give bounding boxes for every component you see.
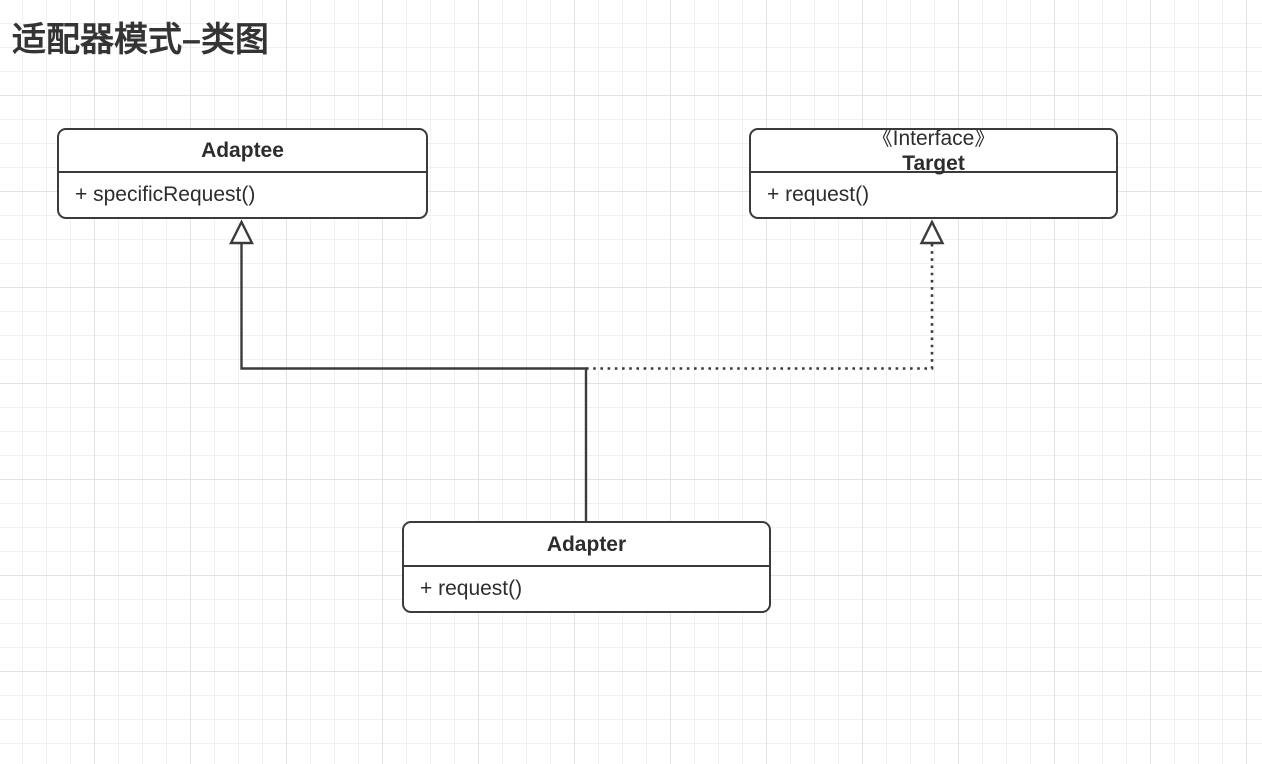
class-name-adapter: Adapter [546, 532, 627, 556]
class-header-adaptee: Adaptee [59, 130, 426, 173]
uml-class-adaptee[interactable]: Adaptee + specificRequest() [57, 128, 428, 219]
hollow-triangle-arrowhead-adaptee [229, 219, 254, 245]
class-members-adaptee: + specificRequest() [59, 173, 426, 217]
uml-class-adapter[interactable]: Adapter + request() [402, 521, 771, 613]
class-name-adaptee: Adaptee [201, 139, 284, 162]
class-member-specific-request: + specificRequest() [75, 183, 256, 206]
class-header-target: 《Interface》 Target [751, 128, 1116, 175]
class-member-request-adapter: + request() [420, 577, 523, 600]
generalization-adapter-to-adaptee [229, 219, 588, 523]
hollow-triangle-arrowhead-target [919, 219, 945, 245]
page-title: 适配器模式–类图 [12, 21, 269, 59]
class-name-target: Target [902, 151, 965, 175]
class-member-request-target: + request() [767, 183, 870, 206]
class-members-target: + request() [751, 173, 1116, 217]
realization-adapter-to-target [586, 219, 945, 370]
class-header-adapter: Adapter [404, 523, 769, 567]
uml-class-target[interactable]: 《Interface》 Target + request() [749, 128, 1118, 219]
class-members-adapter: + request() [404, 567, 769, 611]
class-stereotype-target: 《Interface》 [871, 128, 996, 150]
